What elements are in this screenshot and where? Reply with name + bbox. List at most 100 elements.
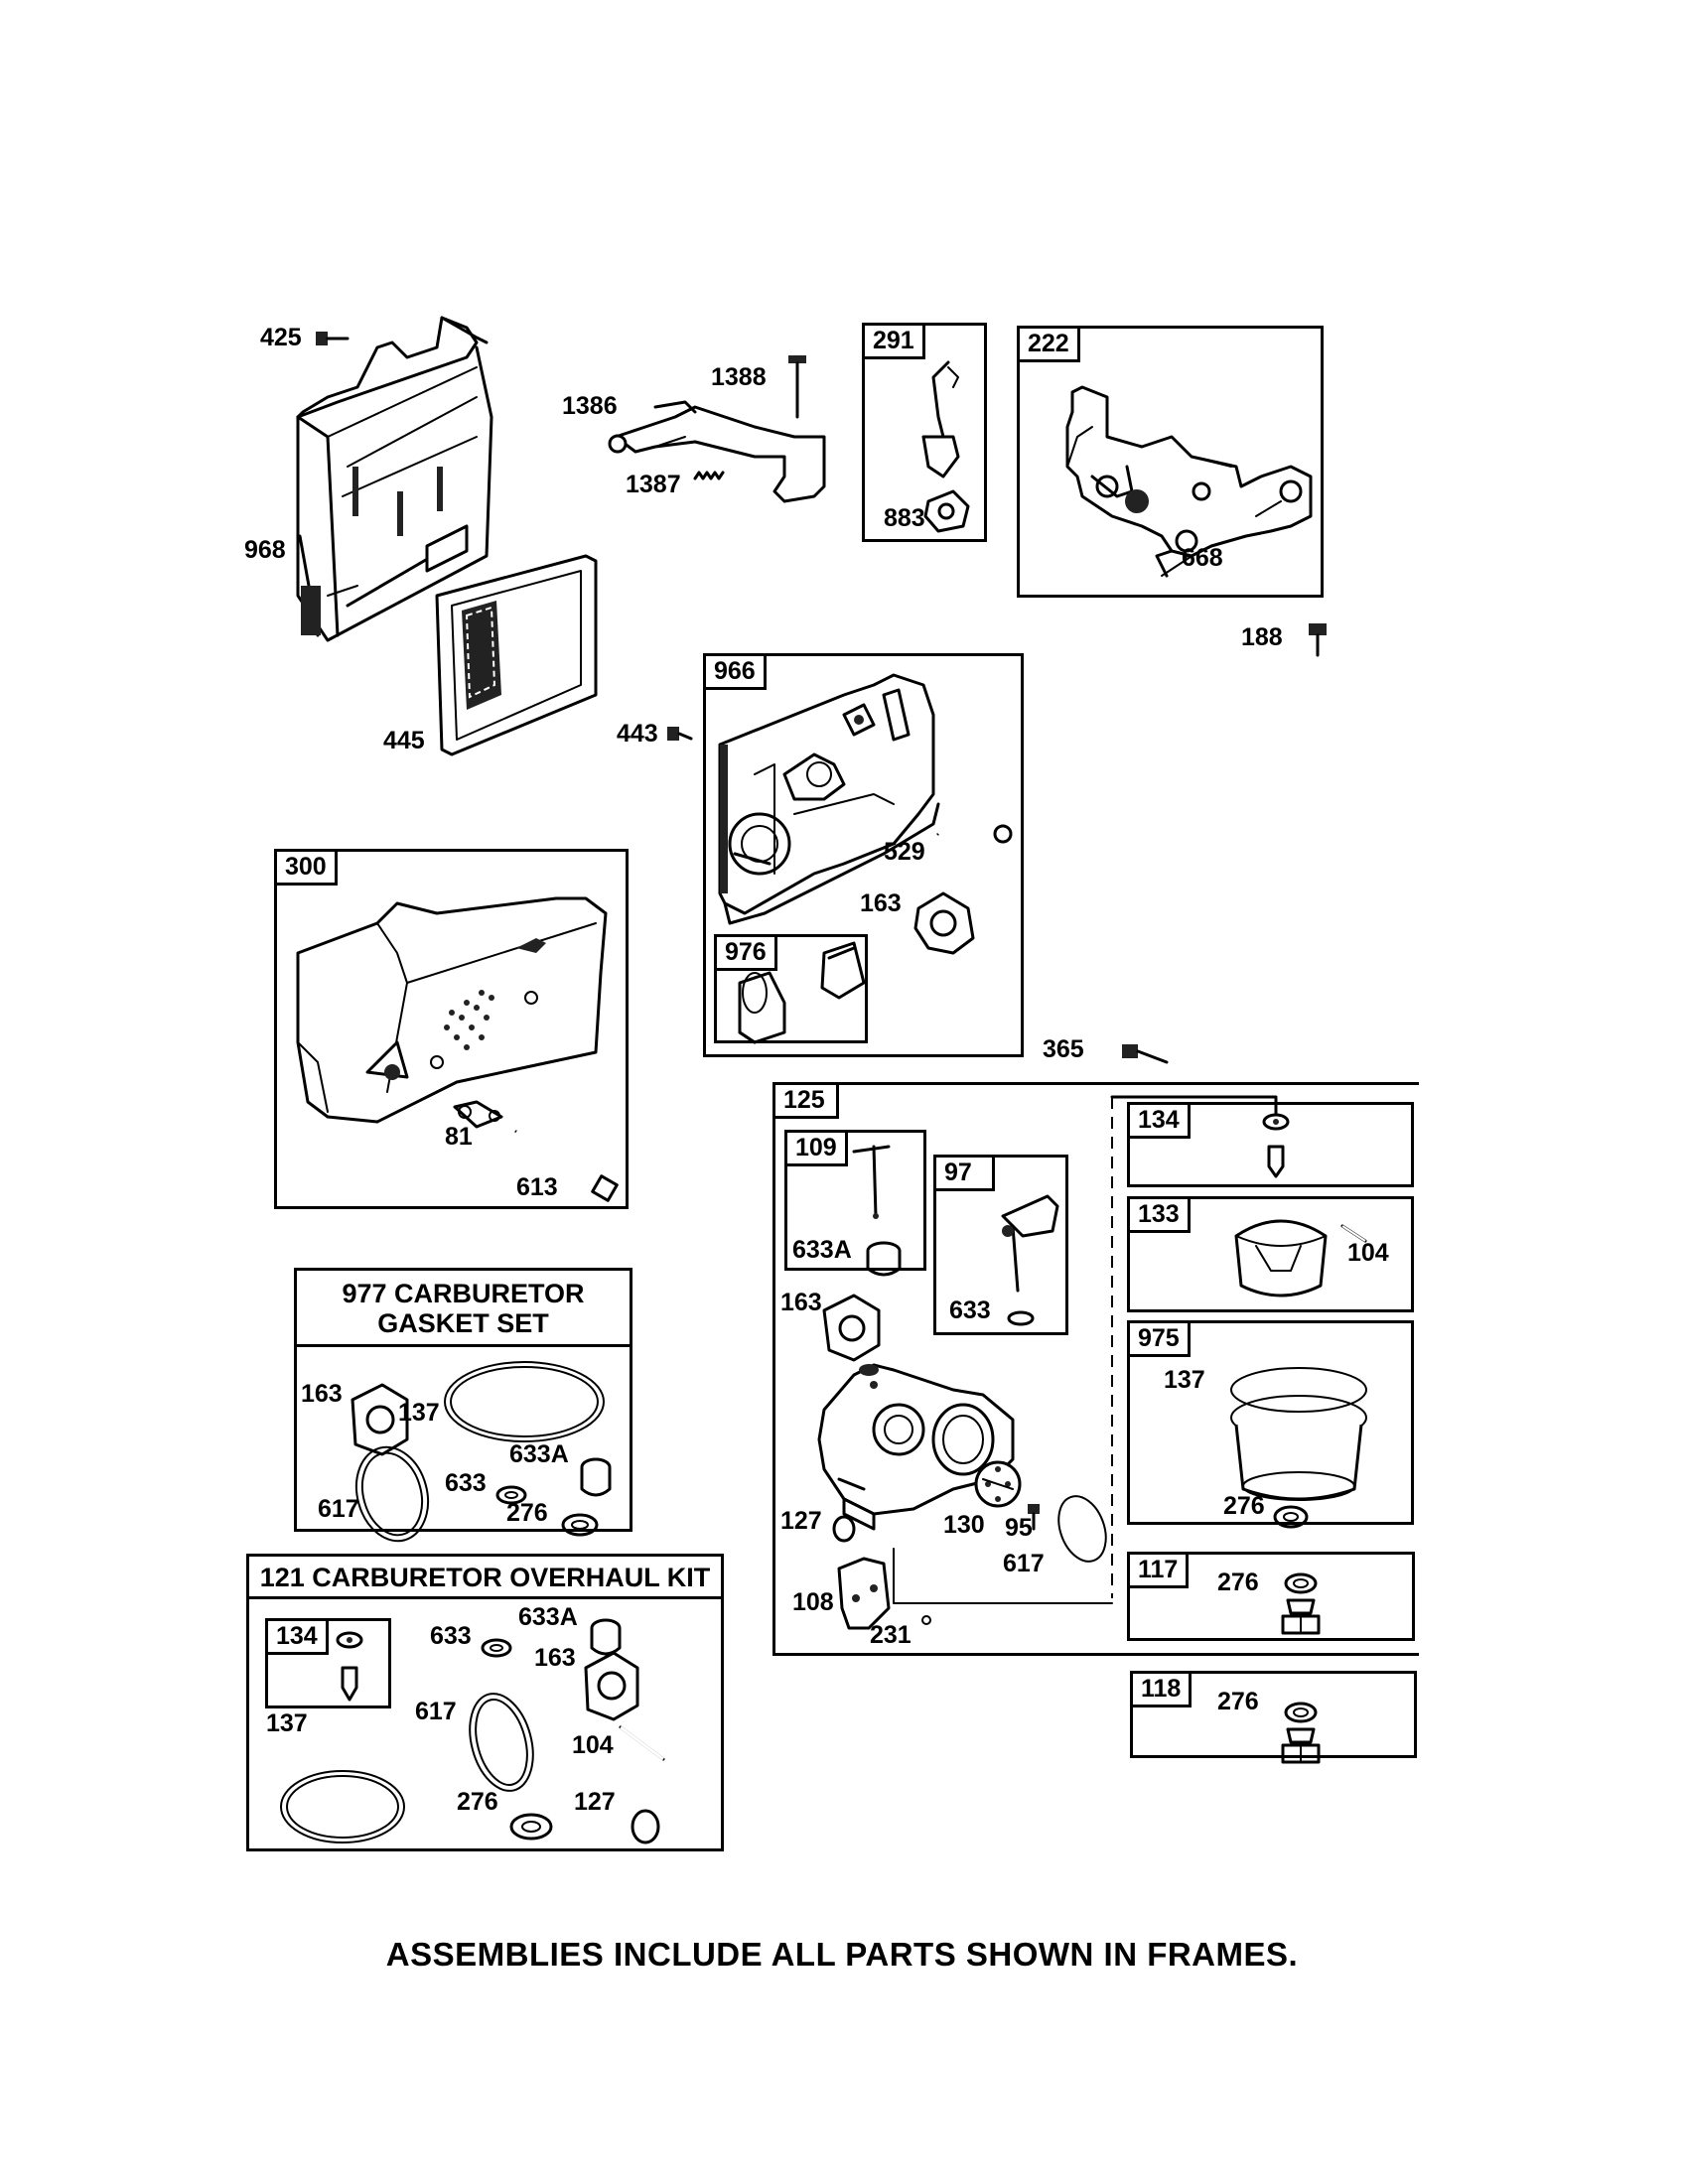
frame-977-gasket-set: 977 CARBURETOR GASKET SET xyxy=(294,1268,632,1532)
inlet-needle-134-icon xyxy=(1262,1113,1290,1178)
gasket-883-icon xyxy=(923,489,970,533)
bushing-633A-icon xyxy=(590,1618,622,1656)
frame-97: 97 xyxy=(933,1155,1068,1335)
label-633-gasket-set: 633 xyxy=(445,1469,487,1497)
float-bowl-975-icon xyxy=(1230,1367,1367,1501)
label-137-gasket-set: 137 xyxy=(398,1399,440,1427)
label-127-125: 127 xyxy=(780,1507,822,1535)
frame-tag-291: 291 xyxy=(862,323,925,359)
screw-425-icon xyxy=(316,332,350,345)
screw-1388-icon xyxy=(788,355,806,419)
frame-tag-976: 976 xyxy=(714,934,777,971)
frame-tag-300: 300 xyxy=(274,849,338,886)
o-ring-137-icon xyxy=(280,1770,405,1843)
bolt-365-icon xyxy=(1122,1044,1169,1064)
label-1387: 1387 xyxy=(626,471,681,498)
label-276-117: 276 xyxy=(1217,1569,1259,1596)
frame-tag-966: 966 xyxy=(703,653,767,690)
overhaul-kit-title: 121 CARBURETOR OVERHAUL KIT xyxy=(259,1563,711,1592)
seal-633-icon xyxy=(1007,1310,1035,1326)
seal-633-icon xyxy=(481,1638,512,1658)
label-163-gasket-set: 163 xyxy=(301,1380,343,1408)
frame-125: 125 xyxy=(772,1082,1419,1656)
label-108: 108 xyxy=(792,1588,834,1616)
breather-tube-529-icon xyxy=(935,816,1013,844)
carburetor-adapter-966-icon xyxy=(718,673,940,925)
frame-133: 133 xyxy=(1127,1196,1414,1312)
label-163-966: 163 xyxy=(860,889,902,917)
seal-633-icon xyxy=(495,1485,527,1505)
float-133-icon xyxy=(1234,1219,1328,1297)
label-425: 425 xyxy=(260,324,302,351)
frame-tag-117: 117 xyxy=(1127,1552,1190,1588)
choke-shaft-97-icon xyxy=(1001,1194,1059,1293)
label-276-gasket-set: 276 xyxy=(506,1499,548,1527)
frame-tag-109: 109 xyxy=(784,1130,848,1166)
label-617-overhaul-kit: 617 xyxy=(415,1698,457,1725)
screw-95-icon xyxy=(1028,1504,1040,1531)
label-104-overhaul-kit: 104 xyxy=(572,1731,614,1759)
gasket-set-title: 977 CARBURETOR GASKET SET xyxy=(297,1279,630,1338)
frame-109: 109 xyxy=(784,1130,926,1271)
label-668: 668 xyxy=(1182,544,1223,572)
label-617-125: 617 xyxy=(1003,1550,1045,1577)
ignition-wire-291-icon xyxy=(921,360,960,478)
frame-tag-125: 125 xyxy=(772,1082,839,1119)
gasket-set-title-line2: GASKET SET xyxy=(377,1308,549,1338)
frame-976: 976 xyxy=(714,934,868,1043)
gasket-set-divider xyxy=(297,1344,630,1347)
frame-tag-118: 118 xyxy=(1130,1671,1193,1707)
label-633-97: 633 xyxy=(949,1297,991,1324)
welch-plug-127-icon xyxy=(631,1809,660,1844)
label-529: 529 xyxy=(884,838,925,866)
label-127-overhaul-kit: 127 xyxy=(574,1788,616,1816)
assemblies-caption: ASSEMBLIES INCLUDE ALL PARTS SHOWN IN FR… xyxy=(385,1936,1299,1973)
control-bracket-1386-icon xyxy=(608,400,826,503)
label-443: 443 xyxy=(617,720,658,748)
frame-966: 966 xyxy=(703,653,1024,1057)
o-ring-617-icon xyxy=(354,1445,430,1543)
spring-1387-icon xyxy=(693,471,725,480)
leader-lines xyxy=(1161,500,1282,577)
frame-tag-222: 222 xyxy=(1017,326,1080,362)
label-1388: 1388 xyxy=(711,363,767,391)
spacer-81-icon xyxy=(453,1100,503,1129)
inlet-needle-134-icon xyxy=(336,1631,363,1702)
label-104-133: 104 xyxy=(1347,1239,1389,1267)
label-137-overhaul-kit: 137 xyxy=(266,1709,308,1737)
label-276-overhaul-kit: 276 xyxy=(457,1788,498,1816)
screw-231-icon xyxy=(921,1615,931,1625)
control-bracket-222-icon xyxy=(1065,385,1313,578)
frame-tag-133: 133 xyxy=(1127,1196,1191,1233)
gasket-set-title-line1: 977 CARBURETOR xyxy=(342,1279,585,1308)
air-filter-445-icon xyxy=(435,554,598,756)
welch-plug-127-icon xyxy=(832,1515,856,1543)
frame-tag-134-kit: 134 xyxy=(265,1618,329,1655)
o-ring-617-icon xyxy=(1057,1495,1107,1563)
frame-134-right: 134 xyxy=(1127,1102,1414,1187)
screw-443-icon xyxy=(667,727,693,741)
primer-108-icon xyxy=(837,1557,891,1630)
label-883: 883 xyxy=(884,504,925,532)
label-617-gasket-set: 617 xyxy=(318,1495,359,1523)
frame-121-overhaul-kit: 121 CARBURETOR OVERHAUL KIT 134 xyxy=(246,1554,724,1851)
air-cleaner-base-968-icon xyxy=(296,316,493,642)
pin-104-icon xyxy=(1340,1224,1367,1243)
label-613: 613 xyxy=(516,1173,558,1201)
carburetor-125-linework-icon xyxy=(893,1095,1278,1604)
bushing-633A-icon xyxy=(580,1457,612,1497)
o-ring-137-icon xyxy=(444,1361,605,1442)
frame-222: 222 xyxy=(1017,326,1324,598)
diaphragm-130-icon xyxy=(974,1460,1022,1508)
frame-975: 975 xyxy=(1127,1320,1414,1525)
label-231: 231 xyxy=(870,1621,912,1649)
gasket-163-icon xyxy=(351,1383,409,1456)
bolt-613-icon xyxy=(514,1130,619,1202)
carburetor-body-icon xyxy=(817,1363,1015,1531)
throttle-shaft-109-icon xyxy=(852,1145,891,1219)
label-163-overhaul-kit: 163 xyxy=(534,1644,576,1672)
washer-276-icon xyxy=(1284,1572,1318,1594)
label-95: 95 xyxy=(1005,1514,1033,1542)
